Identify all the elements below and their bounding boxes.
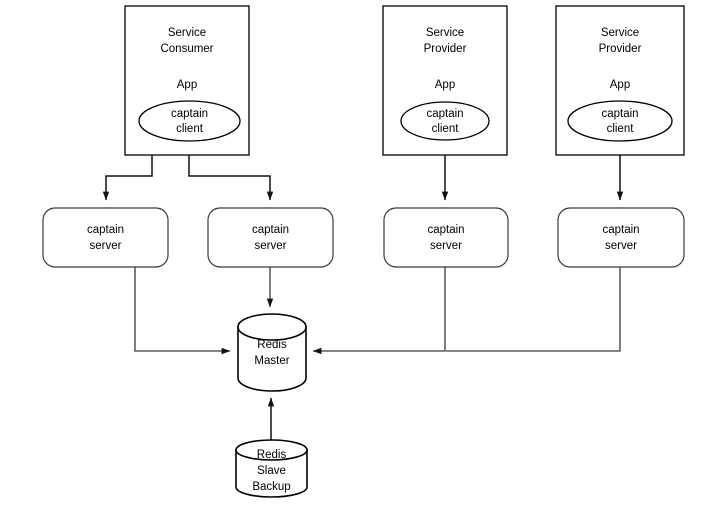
captain-client-provider-1-line1: captain bbox=[426, 108, 463, 120]
captain-server-2-frame bbox=[207, 207, 334, 268]
app-box-service-provider-2[interactable]: Service Provider App captain client bbox=[555, 5, 685, 156]
app-box-service-provider-1[interactable]: Service Provider App captain client bbox=[382, 5, 508, 156]
captain-client-provider-2-line1: captain bbox=[601, 108, 638, 120]
node-captain-server-3[interactable]: captain server bbox=[383, 207, 509, 268]
service-provider-2-app-label: App bbox=[610, 79, 630, 91]
captain-client-ellipse-provider-2[interactable] bbox=[567, 100, 673, 142]
redis-slave-backup-line1: Redis bbox=[257, 449, 287, 461]
app-box-service-consumer[interactable]: Service Consumer App captain client bbox=[124, 5, 250, 156]
redis-slave-backup-top bbox=[235, 439, 308, 461]
edge-consumer-to-server1 bbox=[102, 140, 153, 201]
captain-server-3-line1: captain bbox=[427, 224, 464, 236]
captain-server-2-line1: captain bbox=[252, 224, 289, 236]
captain-server-4-line2: server bbox=[605, 240, 637, 252]
captain-server-3-frame bbox=[383, 207, 509, 268]
captain-client-ellipse-consumer[interactable] bbox=[138, 100, 241, 142]
captain-server-3-line2: server bbox=[430, 240, 462, 252]
redis-master-line2: Master bbox=[254, 355, 289, 367]
service-provider-1-role-line1: Service bbox=[426, 27, 464, 39]
captain-server-4-frame bbox=[557, 207, 685, 268]
captain-client-consumer-line2: client bbox=[176, 123, 204, 135]
edge-server1-to-redis-master bbox=[134, 267, 231, 355]
captain-client-ellipse-provider-1[interactable] bbox=[400, 101, 490, 141]
redis-master-body bbox=[237, 326, 307, 392]
redis-master-line1: Redis bbox=[257, 339, 287, 351]
captain-server-1-frame bbox=[42, 207, 169, 268]
service-consumer-app-label: App bbox=[177, 79, 197, 91]
service-provider-1-role-line2: Provider bbox=[424, 43, 467, 55]
captain-client-consumer-line1: captain bbox=[171, 108, 208, 120]
service-provider-2-role-line2: Provider bbox=[599, 43, 642, 55]
service-provider-2-role-line1: Service bbox=[601, 27, 639, 39]
redis-slave-backup-line2: Slave bbox=[257, 465, 286, 477]
redis-master-top bbox=[237, 313, 307, 341]
node-captain-server-4[interactable]: captain server bbox=[557, 207, 685, 268]
redis-slave-backup-line3: Backup bbox=[252, 481, 290, 493]
node-captain-server-1[interactable]: captain server bbox=[42, 207, 169, 268]
service-consumer-role-line1: Service bbox=[168, 27, 206, 39]
captain-server-2-line2: server bbox=[255, 240, 287, 252]
edge-consumer-to-server2 bbox=[188, 140, 274, 201]
captain-server-1-line2: server bbox=[90, 240, 122, 252]
edge-server3-to-redis-master bbox=[312, 267, 446, 355]
node-redis-master[interactable]: Redis Master bbox=[237, 313, 307, 392]
captain-client-provider-2-line2: client bbox=[607, 123, 635, 135]
edge-server4-to-redis-master bbox=[446, 267, 621, 352]
service-provider-1-app-label: App bbox=[435, 79, 455, 91]
node-captain-server-2[interactable]: captain server bbox=[207, 207, 334, 268]
node-redis-slave-backup[interactable]: Redis Slave Backup bbox=[235, 439, 308, 498]
captain-server-1-line1: captain bbox=[87, 224, 124, 236]
redis-slave-backup-body bbox=[235, 449, 308, 498]
captain-client-provider-1-line2: client bbox=[432, 123, 460, 135]
captain-server-4-line1: captain bbox=[602, 224, 639, 236]
service-consumer-role-line2: Consumer bbox=[160, 43, 213, 55]
